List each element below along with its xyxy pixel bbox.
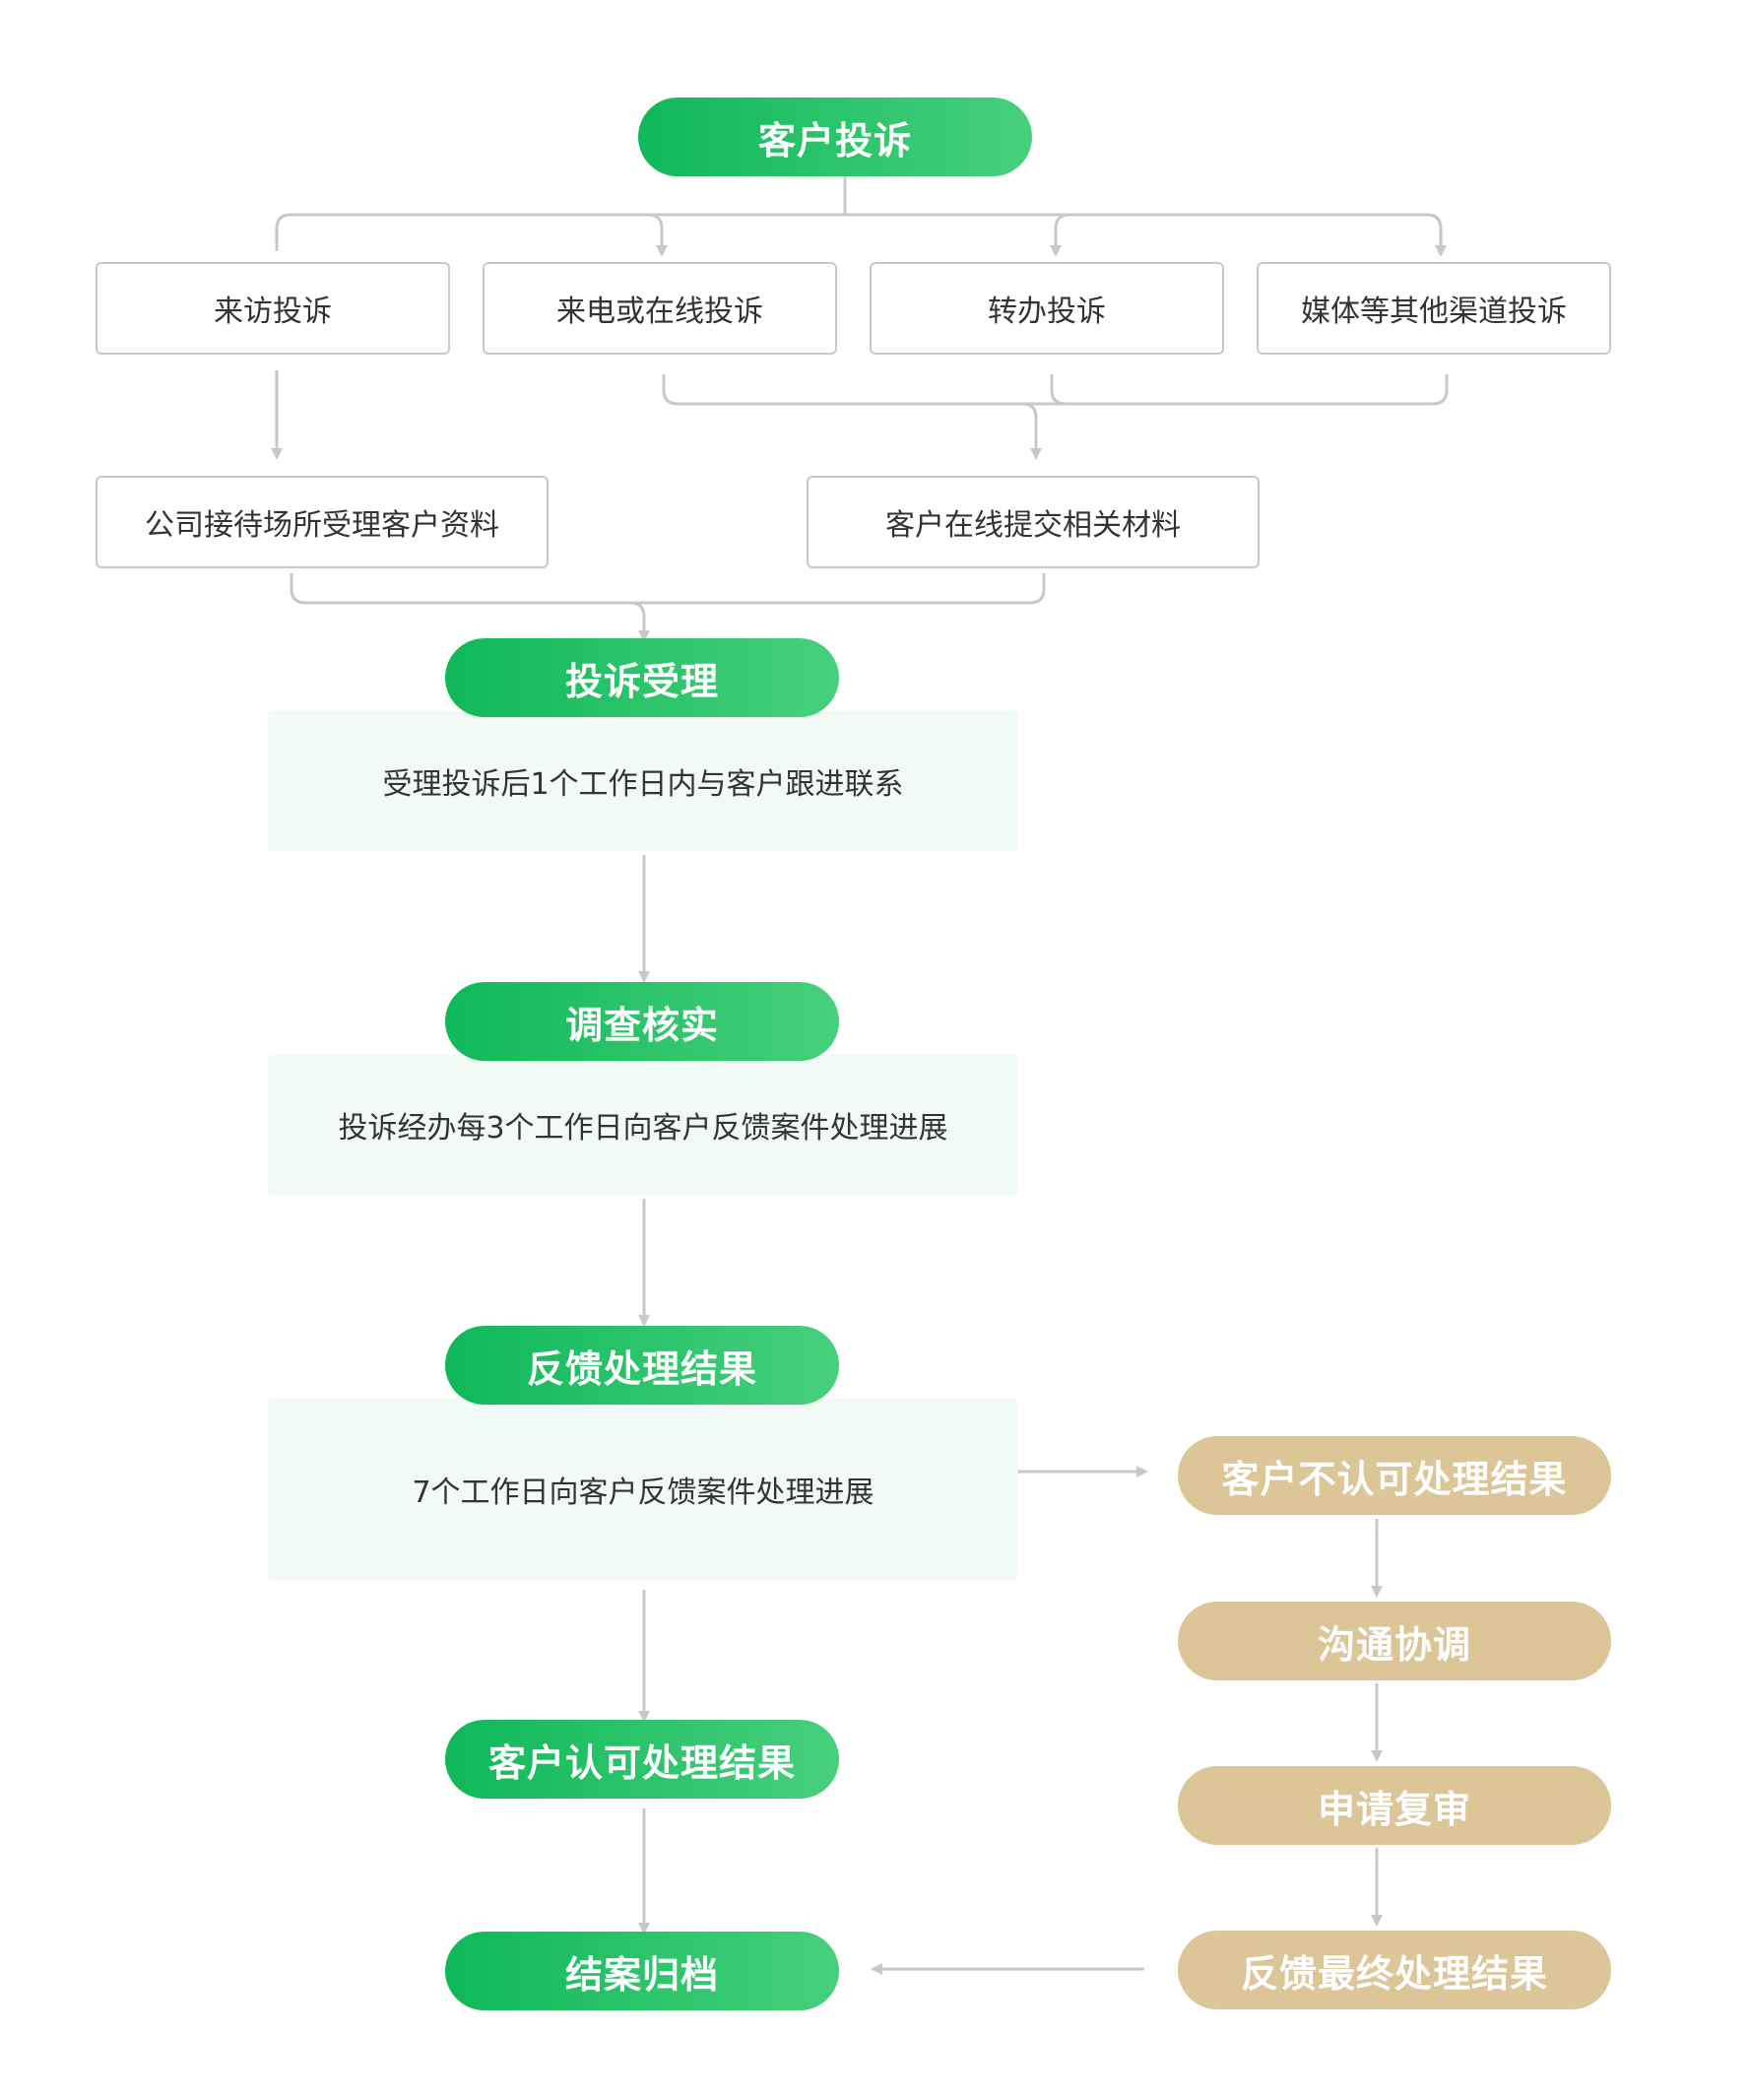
start-label: 客户投诉 xyxy=(757,118,912,163)
stage-investigate: 调查核实 xyxy=(445,982,839,1061)
stage-feedback-result: 反馈处理结果 xyxy=(445,1326,839,1405)
intake-online-submit: 客户在线提交相关材料 xyxy=(807,476,1260,568)
stage-note-panel: 7个工作日向客户反馈案件处理进展 xyxy=(268,1399,1018,1580)
dispute-label: 反馈最终处理结果 xyxy=(1240,1951,1548,1996)
connector-to-channel-3 xyxy=(1050,213,1070,257)
intake-label: 客户在线提交相关材料 xyxy=(885,508,1181,543)
customer-accepts-node: 客户认可处理结果 xyxy=(445,1720,839,1799)
stage-note-panel: 投诉经办每3个工作日向客户反馈案件处理进展 xyxy=(268,1055,1018,1195)
dispute-final-result: 反馈最终处理结果 xyxy=(1178,1931,1611,2009)
channel-label: 来电或在线投诉 xyxy=(556,295,763,329)
dispute-label: 沟通协调 xyxy=(1317,1622,1471,1667)
stage-note: 投诉经办每3个工作日向客户反馈案件处理进展 xyxy=(338,1111,948,1146)
start-node: 客户投诉 xyxy=(638,98,1032,176)
intake-label: 公司接待场所受理客户资料 xyxy=(145,508,499,543)
connector-intake-merge xyxy=(290,573,1046,605)
dispute-request-review: 申请复审 xyxy=(1178,1766,1611,1845)
dispute-not-accepted: 客户不认可处理结果 xyxy=(1178,1436,1611,1515)
stage-note: 7个工作日向客户反馈案件处理进展 xyxy=(412,1476,874,1510)
close-label: 结案归档 xyxy=(564,1952,719,1997)
channel-transfer: 转办投诉 xyxy=(870,262,1224,355)
case-closed-node: 结案归档 xyxy=(445,1932,839,2010)
stage-title: 调查核实 xyxy=(564,1003,719,1047)
channel-label: 转办投诉 xyxy=(988,295,1106,329)
stage-accept-complaint: 投诉受理 xyxy=(445,638,839,717)
connector-to-online-submit xyxy=(1021,402,1042,460)
connector-start-branch xyxy=(275,213,1447,257)
dispute-label: 客户不认可处理结果 xyxy=(1221,1457,1568,1501)
channel-media-other: 媒体等其他渠道投诉 xyxy=(1257,262,1611,355)
connector-to-channel-2 xyxy=(647,213,668,257)
connector-online-merge xyxy=(662,374,1449,406)
accept-label: 客户认可处理结果 xyxy=(487,1740,796,1785)
stage-title: 投诉受理 xyxy=(564,659,719,703)
channel-visit: 来访投诉 xyxy=(96,262,450,355)
stage-title: 反馈处理结果 xyxy=(526,1346,757,1391)
stage-note: 受理投诉后1个工作日内与客户跟进联系 xyxy=(382,767,904,802)
connector-transfer-merge xyxy=(1050,374,1067,406)
channel-label: 来访投诉 xyxy=(214,295,332,329)
channel-label: 媒体等其他渠道投诉 xyxy=(1301,295,1567,329)
stage-note-panel: 受理投诉后1个工作日内与客户跟进联系 xyxy=(268,711,1018,851)
channel-phone-online: 来电或在线投诉 xyxy=(483,262,837,355)
dispute-label: 申请复审 xyxy=(1317,1787,1471,1831)
connector-to-accept-stage xyxy=(629,601,650,642)
intake-reception: 公司接待场所受理客户资料 xyxy=(96,476,549,568)
dispute-communicate: 沟通协调 xyxy=(1178,1602,1611,1680)
